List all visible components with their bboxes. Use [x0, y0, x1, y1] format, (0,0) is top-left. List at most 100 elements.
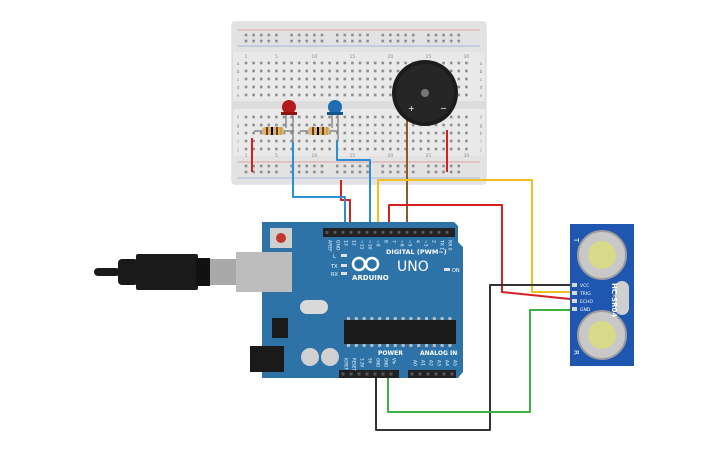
- sensor-pin-label: VCC: [580, 283, 589, 289]
- sensor-name: HC-SR04: [610, 283, 618, 317]
- led-red: [281, 100, 297, 142]
- bb-row-label: i: [237, 139, 238, 145]
- power-label: POWER: [378, 350, 403, 357]
- bb-row-label: j: [479, 147, 481, 153]
- bb-col-label: 30: [464, 54, 470, 60]
- bb-row-label: j: [236, 147, 238, 153]
- digital-pin-label: 13: [343, 240, 349, 246]
- bb-row-label: g: [237, 124, 240, 129]
- rx-label: RX: [331, 272, 338, 278]
- model-label: UNO: [397, 259, 429, 275]
- wires: [251, 118, 571, 431]
- analog-pin-label: A0: [412, 360, 418, 366]
- bb-row-label: e: [480, 94, 483, 99]
- wire-black-gnd: [375, 284, 570, 431]
- analog-pin-label: A3: [436, 360, 442, 366]
- power-pin-label: GND: [376, 358, 381, 367]
- digital-label: DIGITAL (PWM~): [386, 248, 447, 256]
- power-pin-label: Vin: [392, 358, 397, 365]
- digital-pin-label: ~10: [367, 240, 373, 250]
- analog-pin-label: A1: [420, 360, 426, 366]
- sensor-pin-label: GND: [580, 307, 591, 313]
- analog-header: [408, 370, 456, 378]
- transducer-bottom: [577, 310, 627, 360]
- power-header: [339, 370, 399, 378]
- power-pin-label: 5V: [368, 358, 373, 364]
- digital-pin-label: ~11: [359, 240, 365, 250]
- crystal: [615, 281, 629, 315]
- bb-row-label: f: [237, 115, 239, 121]
- bb-col-label: 20: [388, 54, 394, 60]
- bb-col-label: 30: [464, 153, 470, 159]
- sensor-pin-label: TRIG: [579, 291, 591, 297]
- digital-pin-label: 7: [391, 240, 397, 243]
- wire-green-vcc: [387, 309, 570, 413]
- bb-row-label: a: [480, 62, 483, 67]
- resistor-2: [300, 127, 338, 135]
- hc-sr04-sensor: VCC TRIG ECHO GND HC-SR04 T R: [570, 224, 634, 366]
- bb-row-label: a: [237, 62, 240, 67]
- bb-col-label: 5: [275, 153, 278, 159]
- sensor-t-label: T: [572, 237, 580, 243]
- power-pin-label: 3.3V: [360, 358, 365, 367]
- bb-col-label: 25: [426, 54, 432, 60]
- arduino-logo-icon: [351, 256, 380, 272]
- power-pin-label: RESET: [352, 358, 357, 371]
- power-pin-label: GND: [384, 358, 389, 367]
- on-label: ON: [452, 268, 460, 274]
- power-jack: [250, 346, 284, 372]
- bb-row-label: c: [480, 78, 483, 83]
- digital-pin-label: 2: [431, 240, 437, 243]
- chip-pins: [347, 317, 452, 347]
- buzzer-plus-label: +: [408, 104, 415, 113]
- digital-pin-label: 12: [351, 240, 357, 246]
- wire-blue-led-blue: [336, 140, 371, 226]
- bb-col-label: 1: [245, 54, 248, 60]
- led-blue: [327, 100, 343, 140]
- bb-row-label: h: [237, 131, 240, 137]
- sensor-r-label: R: [572, 350, 580, 355]
- digital-pin-label: ~9: [375, 240, 381, 247]
- bb-col-label: 25: [426, 153, 432, 159]
- bb-row-label: h: [480, 131, 483, 137]
- analog-pin-label: A2: [428, 360, 434, 366]
- digital-pin-label: RX 0: [447, 240, 453, 251]
- bb-row-label: b: [237, 69, 240, 75]
- bb-row-label: f: [480, 115, 482, 121]
- brand-label: ARDUINO: [352, 274, 389, 282]
- bb-row-label: i: [480, 139, 481, 145]
- sensor-pins: VCC TRIG ECHO GND: [572, 283, 593, 313]
- digital-pin-label: GND: [335, 240, 341, 251]
- transducer-top: [577, 230, 627, 280]
- bb-col-label: 1: [245, 153, 248, 159]
- analog-pin-label: A4: [444, 360, 450, 366]
- wire-blue-led-red: [292, 142, 346, 226]
- bb-col-label: 10: [312, 153, 318, 159]
- bb-col-label: 5: [275, 54, 278, 60]
- digital-header: [323, 228, 455, 237]
- analog-pin-label: A5: [452, 360, 458, 366]
- digital-pin-label: 4: [415, 240, 421, 243]
- wire-red-echo: [388, 204, 571, 300]
- digital-pin-label: ~5: [407, 240, 413, 247]
- bb-row-label: g: [480, 124, 483, 129]
- buzzer-minus-label: −: [440, 104, 447, 113]
- digital-pin-label: 8: [383, 240, 389, 243]
- resistor-1: [254, 127, 294, 135]
- bb-col-label: 15: [350, 153, 356, 159]
- tx-label: TX: [330, 264, 338, 270]
- bb-row-label: d: [480, 85, 483, 91]
- bb-row-label: e: [237, 94, 240, 99]
- wire-yellow-trig: [377, 179, 570, 293]
- analog-label: ANALOG IN: [420, 350, 457, 357]
- l-label: L: [333, 254, 336, 260]
- digital-pin-label: TX 1: [439, 239, 445, 250]
- atmega-chip: [344, 320, 456, 344]
- sensor-pin-label: ECHO: [580, 299, 593, 305]
- digital-pin-label: ~6: [399, 240, 405, 247]
- power-pin-label: IOREF: [344, 358, 349, 371]
